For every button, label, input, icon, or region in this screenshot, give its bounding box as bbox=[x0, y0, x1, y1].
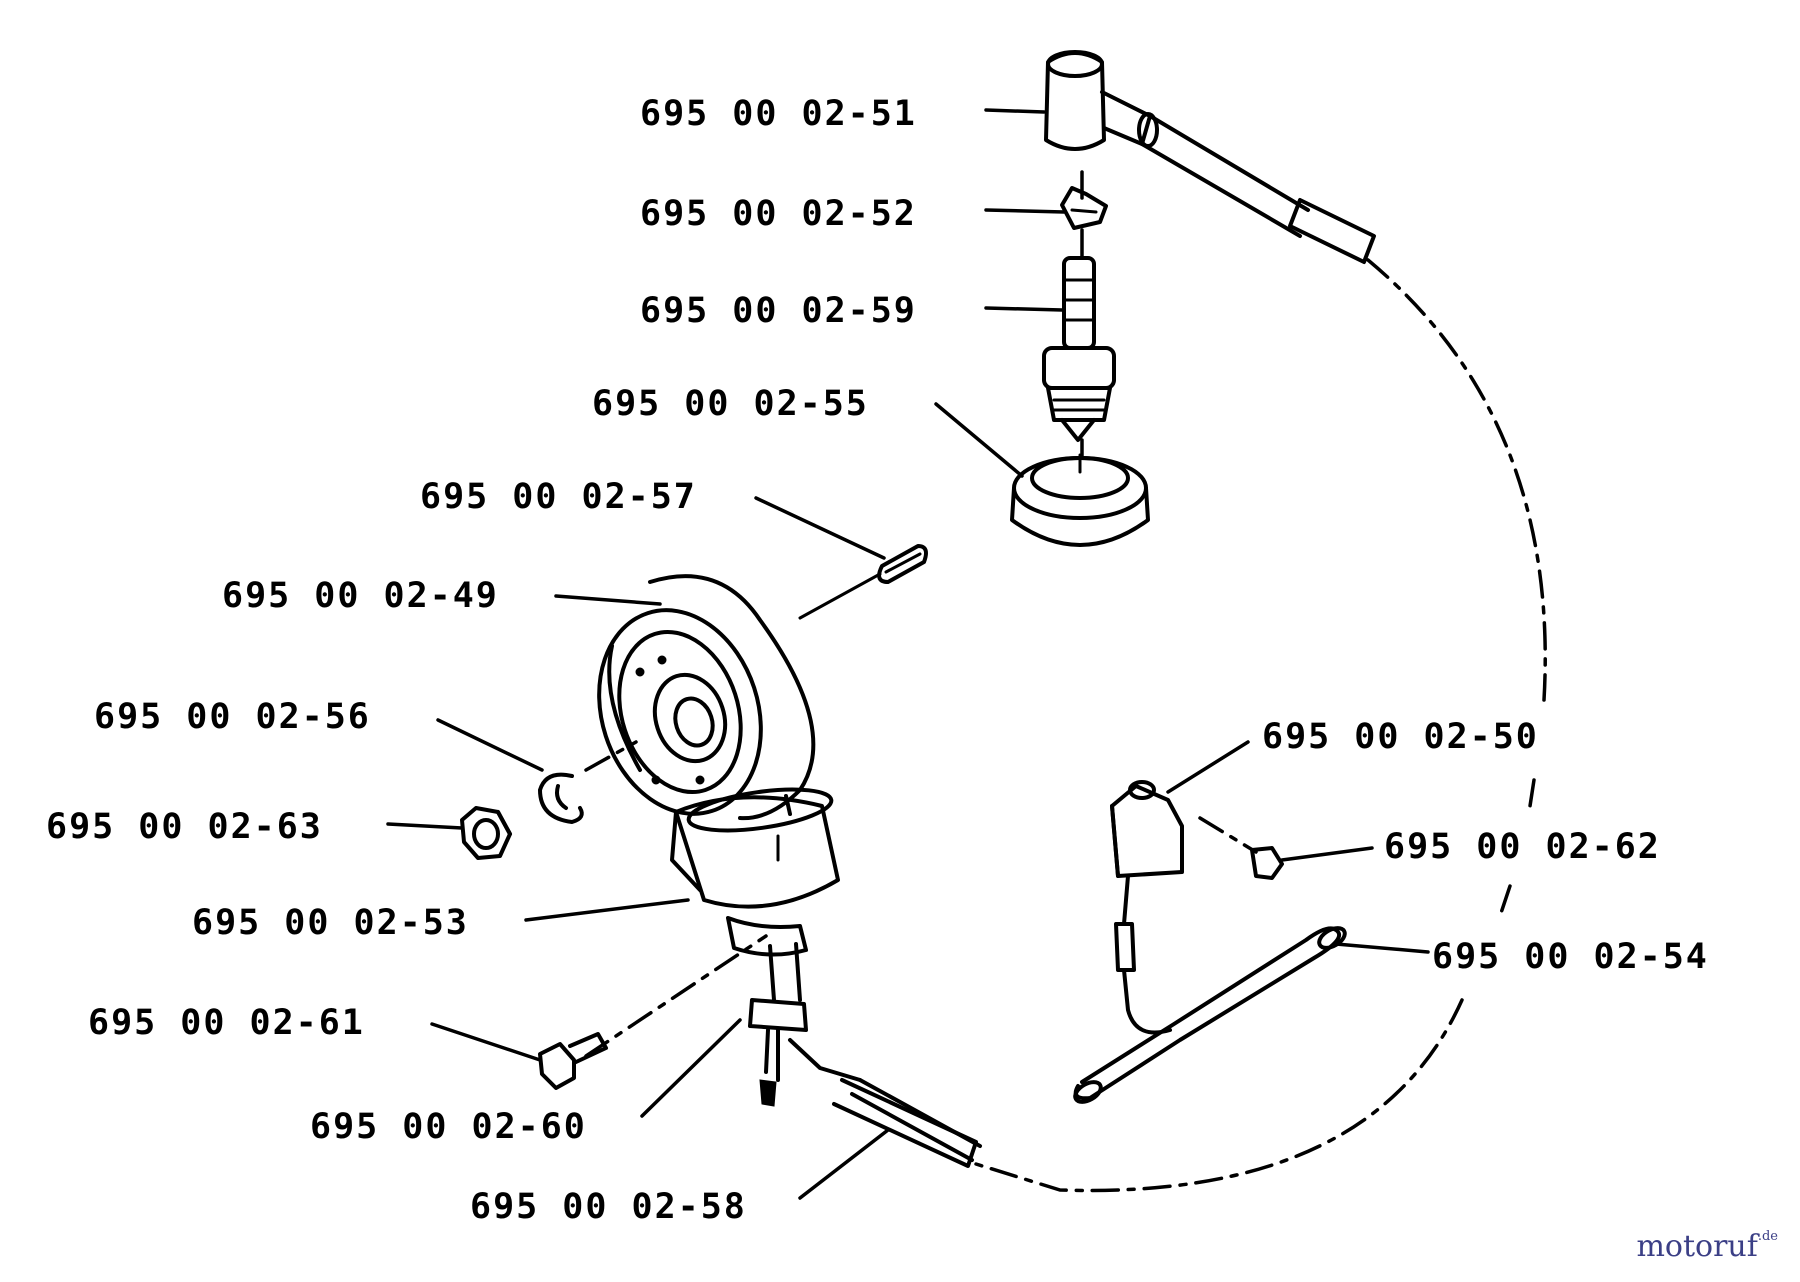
screw-drawing bbox=[538, 1032, 608, 1090]
part-number-62: 695 00 02-62 bbox=[1384, 827, 1661, 867]
switch-screw-drawing bbox=[1250, 846, 1284, 880]
part-number-56: 695 00 02-56 bbox=[94, 697, 371, 737]
part-number-54: 695 00 02-54 bbox=[1432, 937, 1709, 977]
key-drawing bbox=[877, 544, 928, 584]
part-number-58: 695 00 02-58 bbox=[470, 1187, 747, 1227]
watermark-logo: motoruf.de bbox=[1636, 1229, 1778, 1264]
part-number-50: 695 00 02-50 bbox=[1262, 717, 1539, 757]
spark-plug-cap-drawing bbox=[1044, 50, 1376, 264]
part-number-59: 695 00 02-59 bbox=[640, 291, 917, 331]
circlip-drawing bbox=[538, 772, 584, 824]
part-number-55: 695 00 02-55 bbox=[592, 384, 869, 424]
part-number-51: 695 00 02-51 bbox=[640, 94, 917, 134]
part-number-49: 695 00 02-49 bbox=[222, 576, 499, 616]
short-circuit-cable-drawing bbox=[832, 1078, 982, 1168]
flywheel-drawing bbox=[597, 574, 816, 821]
part-number-52: 695 00 02-52 bbox=[640, 194, 917, 234]
watermark-suffix: .de bbox=[1757, 1229, 1778, 1244]
part-number-60: 695 00 02-60 bbox=[310, 1107, 587, 1147]
part-number-61: 695 00 02-61 bbox=[88, 1003, 365, 1043]
spark-plug-drawing bbox=[1042, 256, 1116, 442]
boot-grommet-drawing bbox=[1010, 453, 1150, 547]
ignition-module-drawing bbox=[670, 787, 862, 1107]
part-number-57: 695 00 02-57 bbox=[420, 477, 697, 517]
switch-cable-drawing bbox=[1073, 926, 1347, 1104]
nut-drawing bbox=[460, 806, 512, 860]
part-number-53: 695 00 02-53 bbox=[192, 903, 469, 943]
watermark-brand: motoruf bbox=[1636, 1229, 1758, 1264]
terminal-nut-drawing bbox=[1060, 186, 1108, 230]
switch-drawing bbox=[1110, 780, 1184, 1035]
part-number-63: 695 00 02-63 bbox=[46, 807, 323, 847]
